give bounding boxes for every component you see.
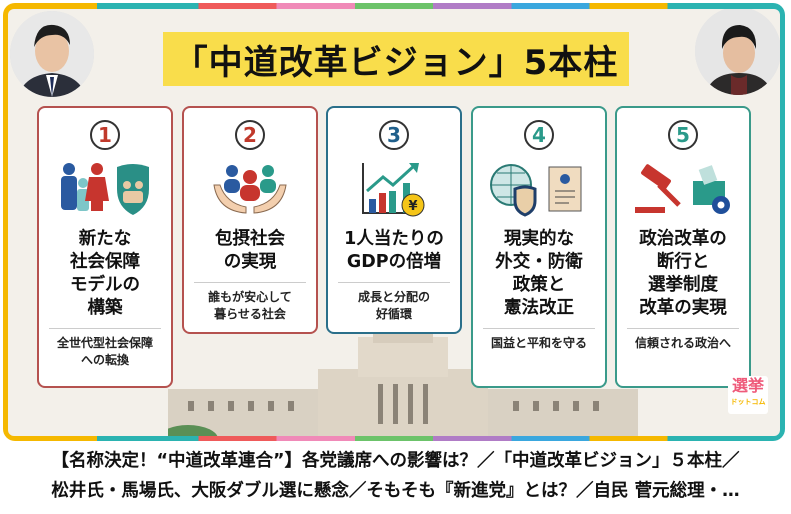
pillar-number: 5 [668, 120, 698, 150]
pillar-title: 1人当たりの GDPの倍増 [344, 229, 444, 272]
pillar-number: 3 [379, 120, 409, 150]
pillar-subtitle: 成長と分配の 好循環 [357, 290, 430, 321]
people-in-hands-icon [184, 154, 316, 224]
video-title[interactable]: 【名称決定！“中道改革連合”】各党議席への影響は？／「中道改革ビジョン」５本柱／… [0, 446, 791, 506]
pillar-number: 1 [90, 120, 120, 150]
divider [49, 328, 161, 329]
svg-text:¥: ¥ [408, 199, 417, 214]
gavel-ballot-box-icon [617, 154, 749, 224]
growth-chart-yen-icon: ¥ [328, 154, 460, 224]
host-avatar-left [10, 11, 94, 97]
family-shield-icon [39, 154, 171, 224]
pillar-card-2: 2 包摂社会 の実現 誰もが安心して 暮らせる社会 [182, 106, 318, 334]
divider [194, 282, 306, 283]
pillar-subtitle: 誰もが安心して 暮らせる社会 [208, 290, 292, 321]
pillar-title: 新たな 社会保障 モデルの 構築 [70, 229, 140, 318]
diet-building-illustration [168, 329, 638, 436]
pillar-number: 4 [524, 120, 554, 150]
divider [627, 328, 739, 329]
pillar-subtitle: 国益と平和を守る [490, 336, 587, 350]
divider [338, 282, 450, 283]
pillar-card-1: 1 新たな 社会保障 モデルの 構築 全世代型社会保障 への転換 [37, 106, 173, 388]
pillar-subtitle: 信頼される政治へ [634, 336, 731, 350]
host-avatar-right [695, 9, 780, 95]
video-title-line-1: 【名称決定！“中道改革連合”】各党議席への影響は？／「中道改革ビジョン」５本柱／ [51, 451, 740, 471]
pillar-number: 2 [235, 120, 265, 150]
divider [483, 328, 595, 329]
slide: 「中道改革ビジョン」5本柱 1 新たな 社会保障 モデルの 構築 全世代型社会保… [8, 9, 780, 436]
pillar-card-3: 3 ¥ 1人当たりの GDPの倍増 成長と分配の 好循環 [326, 106, 462, 334]
video-frame: 「中道改革ビジョン」5本柱 1 新たな 社会保障 モデルの 構築 全世代型社会保… [3, 3, 785, 441]
senkyo-dotcom-logo: 選挙 ドットコム [728, 376, 768, 414]
pillar-title: 政治改革の 断行と 選挙制度 改革の実現 [639, 229, 727, 318]
page-title: 「中道改革ビジョン」5本柱 [163, 32, 629, 86]
logo-top: 選挙 [731, 376, 764, 395]
pillar-subtitle: 全世代型社会保障 への転換 [56, 336, 153, 367]
pillar-card-4: 4 現実的な 外交・防衛 政策と 憲法改正 国益と平和を守る [471, 106, 607, 388]
globe-shield-document-icon [473, 154, 605, 224]
logo-bottom: ドットコム [730, 398, 766, 406]
pillar-title: 現実的な 外交・防衛 政策と 憲法改正 [495, 229, 583, 318]
video-title-line-2: 松井氏・馬場氏、大阪ダブル選に懸念／そもそも『新進党』とは？／自民 菅元総理・… [51, 481, 740, 501]
pillar-card-5: 5 政治改革の 断行と 選挙制度 改革の実現 信頼される政治へ [615, 106, 751, 388]
pillar-title: 包摂社会 の実現 [215, 229, 285, 272]
